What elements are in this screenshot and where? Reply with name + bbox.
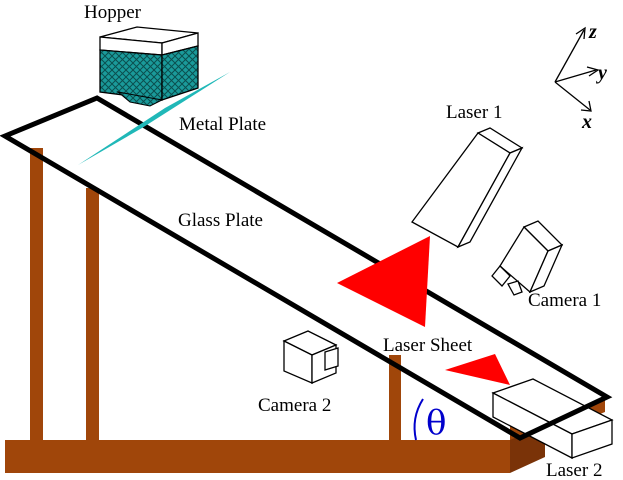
laser-sheet-2 <box>445 354 510 385</box>
label-camera-1: Camera 1 <box>528 290 601 311</box>
angle-label: θ <box>426 403 446 443</box>
frame-post-middle <box>86 188 99 446</box>
camera-2 <box>282 330 339 384</box>
axis-z-label: z <box>588 21 597 43</box>
label-camera-2: Camera 2 <box>258 395 331 416</box>
angle-arc <box>413 398 424 441</box>
metal-plate <box>78 72 230 165</box>
hopper <box>99 26 199 107</box>
axis-x-label: x <box>581 111 592 133</box>
frame-base-front <box>5 440 510 473</box>
laser-2 <box>491 378 614 460</box>
label-glass-plate: Glass Plate <box>178 210 263 231</box>
label-laser-1: Laser 1 <box>446 102 502 123</box>
label-laser-2: Laser 2 <box>546 460 602 480</box>
label-laser-sheet: Laser Sheet <box>383 335 473 356</box>
frame-post-left <box>30 148 43 446</box>
frame-post-right <box>389 355 401 447</box>
laser-1 <box>411 127 524 249</box>
glass-plate <box>0 95 613 441</box>
axis-y-label: y <box>596 62 607 84</box>
camera-1 <box>491 220 564 296</box>
label-metal-plate: Metal Plate <box>179 114 266 135</box>
label-hopper: Hopper <box>84 2 142 23</box>
coordinate-axes <box>554 26 600 112</box>
laser-sheet-1 <box>337 236 430 327</box>
support-frame <box>5 148 605 473</box>
